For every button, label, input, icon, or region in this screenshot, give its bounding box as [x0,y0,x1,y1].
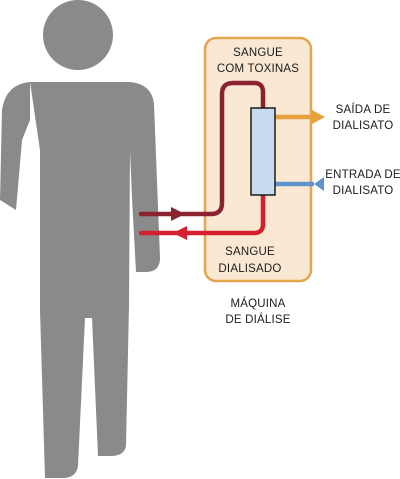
label-dialysate-in-line2: DIALISATO [333,185,394,197]
label-dialyzed-blood-line1: SANGUE [225,246,275,258]
person-left-arm [0,82,30,210]
label-dialysis-machine-line2: DE DIÁLISE [225,313,290,326]
person-body [30,82,160,478]
label-dialyzed-blood-line2: DIALISADO [218,263,281,275]
blood-in-tube [138,192,266,236]
dialyzer-filter-icon [250,107,276,196]
label-dialysate-in-line1: ENTRADA DE [325,169,400,181]
label-blood-with-toxins-line1: SANGUE [233,47,283,59]
label-dialysate-out-line1: SAÍDA DE [336,103,391,116]
label-blood-with-toxins-line2: COM TOXINAS [217,63,299,75]
label-dialysate-out-line2: DIALISATO [333,120,394,132]
blood-out-tube [138,80,266,217]
blood-in-arrow-icon [173,226,187,240]
dialysate-out-arrow-icon [312,110,325,124]
label-dialysis-machine-line1: MÁQUINA [230,297,285,310]
person-head [43,0,113,70]
blood-out-arrow-icon [171,207,185,221]
person-silhouette-icon [0,0,160,478]
dialysate-in-arrow-icon [314,177,324,191]
